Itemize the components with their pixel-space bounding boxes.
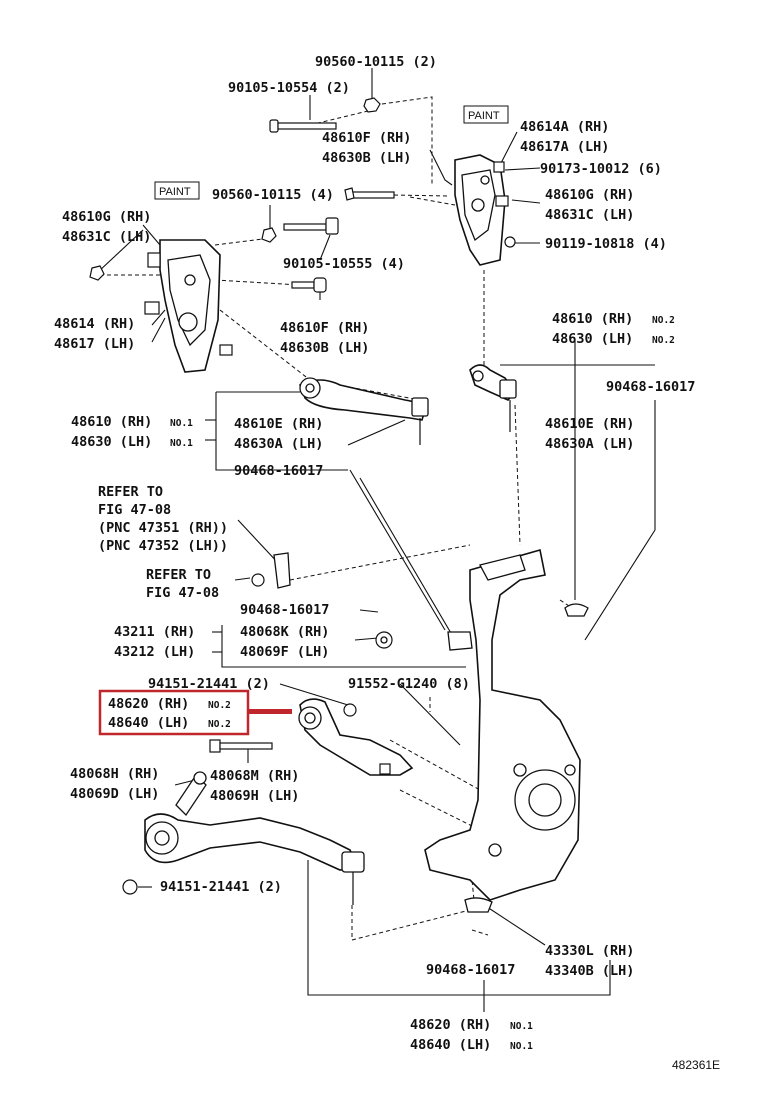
paint-box-left	[154, 181, 200, 200]
paint-box-right	[463, 105, 509, 124]
label-90560-10115-2: 90560-10115 (2)	[315, 54, 437, 70]
label-48631c-right: 48631C (LH)	[545, 207, 634, 223]
refer-bracket-icon	[251, 552, 291, 589]
label-48630a-right: 48630A (LH)	[545, 436, 634, 452]
suffix-no2-48620: NO.2	[208, 700, 231, 711]
label-90468-16017-right: 90468-16017	[606, 379, 695, 395]
parts	[89, 97, 589, 936]
top-bolt-icon	[269, 97, 381, 133]
label-48610e-left: 48610E (RH)	[234, 416, 323, 432]
suffix-no1-48620: NO.1	[510, 1021, 533, 1032]
label-48610-no1: 48610 (RH)	[71, 414, 152, 430]
label-48617a: 48617A (LH)	[520, 139, 609, 155]
suffix-no1-48630: NO.1	[170, 438, 193, 449]
label-43330l: 43330L (RH)	[545, 943, 634, 959]
label-fig-47-08-1: FIG 47-08	[98, 502, 171, 518]
label-48620-no1: 48620 (RH)	[410, 1017, 491, 1033]
label-48610g-right: 48610G (RH)	[545, 187, 634, 203]
label-48614: 48614 (RH)	[54, 316, 135, 332]
leader-lines	[97, 68, 656, 1012]
label-48610-no2: 48610 (RH)	[552, 311, 633, 327]
suffix-no1-48640: NO.1	[510, 1041, 533, 1052]
label-90173-10012: 90173-10012 (6)	[540, 161, 662, 177]
label-48610f-left: 48610F (RH)	[280, 320, 369, 336]
label-pnc-47352: (PNC 47352 (LH))	[98, 538, 228, 554]
paint-label-left: PAINT	[159, 186, 191, 198]
label-48068h: 48068H (RH)	[70, 766, 159, 782]
label-90105-10554: 90105-10554 (2)	[228, 80, 350, 96]
label-48630a-left: 48630A (LH)	[234, 436, 323, 452]
label-90468-16017-mid: 90468-16017	[240, 602, 329, 618]
label-48069d: 48069D (LH)	[70, 786, 159, 802]
label-48068m: 48068M (RH)	[210, 768, 299, 784]
label-90560-10115-4: 90560-10115 (4)	[212, 187, 334, 203]
left-bolt-icon	[261, 217, 339, 293]
label-48630b-left: 48630B (LH)	[280, 340, 369, 356]
label-43212: 43212 (LH)	[114, 644, 195, 660]
label-43340b: 43340B (LH)	[545, 963, 634, 979]
label-90468-16017-bottom: 90468-16017	[426, 962, 515, 978]
label-94151-21441-top: 94151-21441 (2)	[148, 676, 270, 692]
label-90105-10555: 90105-10555 (4)	[283, 256, 405, 272]
diagram-code: 482361E	[672, 1058, 720, 1072]
labels: 90560-10115 (2) 90105-10554 (2) PAINT 48…	[54, 54, 720, 1072]
label-48630-no1: 48630 (LH)	[71, 434, 152, 450]
upper-arm-right-icon	[469, 364, 517, 432]
label-48069f: 48069F (LH)	[240, 644, 329, 660]
label-48068k: 48068K (RH)	[240, 624, 329, 640]
label-48610f-top: 48610F (RH)	[322, 130, 411, 146]
knuckle-small-parts-icon	[375, 603, 589, 936]
label-refer-to-2: REFER TO	[146, 567, 211, 583]
label-48614a: 48614A (RH)	[520, 119, 609, 135]
highlight-arrow	[248, 709, 292, 714]
label-48630-no2: 48630 (LH)	[552, 331, 633, 347]
left-bracket-icon	[89, 239, 233, 373]
label-48620-no2: 48620 (RH)	[108, 696, 189, 712]
label-fig-47-08-2: FIG 47-08	[146, 585, 219, 601]
label-48069h: 48069H (LH)	[210, 788, 299, 804]
label-48631c-left: 48631C (LH)	[62, 229, 151, 245]
label-48640-no1: 48640 (LH)	[410, 1037, 491, 1053]
paint-label-right: PAINT	[468, 110, 500, 122]
label-48617: 48617 (LH)	[54, 336, 135, 352]
label-94151-21441-bottom: 94151-21441 (2)	[160, 879, 282, 895]
suffix-no2-48610: NO.2	[652, 315, 675, 326]
label-91552-g1240: 91552-G1240 (8)	[348, 676, 470, 692]
suffix-no2-48630: NO.2	[652, 335, 675, 346]
label-48640-no2: 48640 (LH)	[108, 715, 189, 731]
label-90468-16017-upper: 90468-16017	[234, 463, 323, 479]
lower-arm-no1-icon	[122, 813, 365, 905]
label-90119-10818: 90119-10818 (4)	[545, 236, 667, 252]
label-pnc-47351: (PNC 47351 (RH))	[98, 520, 228, 536]
label-refer-to-1: REFER TO	[98, 484, 163, 500]
steering-knuckle-icon	[424, 548, 581, 901]
suffix-no2-48640: NO.2	[208, 719, 231, 730]
suffix-no1-48610: NO.1	[170, 418, 193, 429]
label-48610e-right: 48610E (RH)	[545, 416, 634, 432]
right-bracket-icon	[344, 154, 516, 266]
upper-arm-left-icon	[298, 377, 429, 445]
label-48610g-left: 48610G (RH)	[62, 209, 151, 225]
lower-arm-no2-icon	[209, 698, 414, 776]
label-48630b-top: 48630B (LH)	[322, 150, 411, 166]
label-43211: 43211 (RH)	[114, 624, 195, 640]
bushing-bolt-icon	[175, 771, 207, 817]
highlight-callout[interactable]: 48620 (RH) NO.2 48640 (LH) NO.2	[98, 689, 292, 736]
